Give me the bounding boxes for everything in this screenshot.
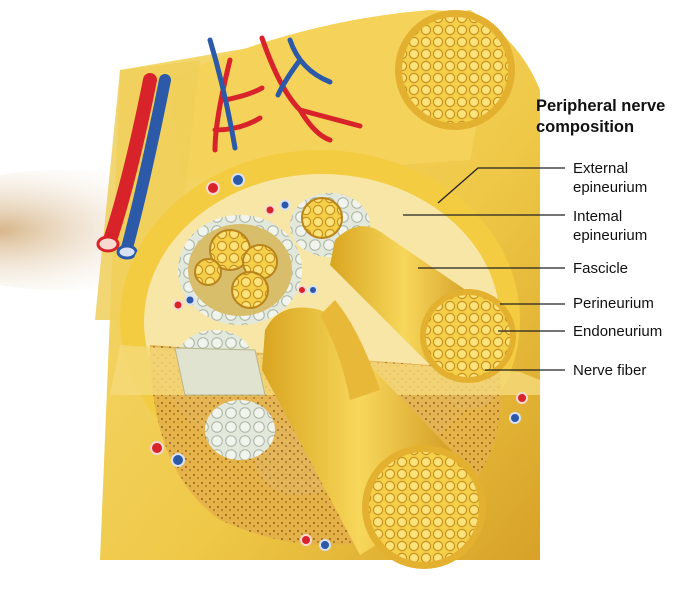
- label-endoneurium-text: Endoneurium: [573, 323, 663, 340]
- surface-vessels: [96, 35, 363, 260]
- diagram-title: Peripheral nerve composition: [536, 96, 681, 138]
- cut-window: [174, 347, 266, 396]
- label-nerve-fiber: Nerve fiber: [573, 361, 683, 380]
- upper-fascicle: [330, 226, 516, 383]
- leader-lines: [403, 167, 565, 371]
- leader-external-epineurium: [437, 167, 565, 204]
- label-nerve-fiber-text: Nerve fiber: [573, 362, 647, 379]
- label-internal-epineurium-line1: Intemal: [573, 208, 623, 225]
- title-line-2: composition: [536, 118, 635, 136]
- top-fascicle-detail: [395, 10, 515, 130]
- label-internal-epineurium: Intemal epineurium: [573, 207, 683, 245]
- label-perineurium: Perineurium: [573, 294, 683, 313]
- label-endoneurium: Endoneurium: [573, 322, 683, 341]
- label-external-epineurium-line1: External: [573, 160, 629, 177]
- cut-face-vessels: [150, 173, 528, 551]
- lower-fascicle: [262, 300, 486, 569]
- label-fascicle: Fascicle: [573, 259, 683, 278]
- label-external-epineurium: External epineurium: [573, 159, 683, 197]
- label-internal-epineurium-line2: epineurium: [573, 227, 648, 244]
- label-fascicle-text: Fascicle: [573, 260, 629, 277]
- title-line-1: Peripheral nerve: [536, 97, 666, 115]
- label-perineurium-text: Perineurium: [573, 295, 654, 312]
- label-external-epineurium-line2: epineurium: [573, 179, 648, 196]
